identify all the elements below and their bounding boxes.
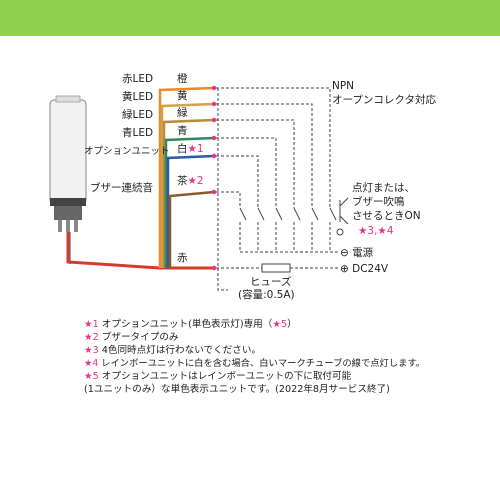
note-item: ★5 オプションユニットはレインボーユニットの下に取付可能: [84, 371, 352, 382]
fuse-icon: [261, 263, 291, 273]
note-item: ★4 レインボーユニットに白を含む場合、白いマークチューブの線で点灯します。: [84, 358, 426, 369]
note-item: ★1 オプションユニット(単色表示灯)専用（★5）: [84, 319, 297, 330]
wire-label-orange: 橙: [177, 73, 188, 85]
npn-label: NPN: [332, 80, 355, 92]
npn-subtitle: オープンコレクタ対応: [332, 94, 436, 106]
led-label-blue: 青LED: [122, 127, 154, 139]
lit-note-line3: させるときON: [352, 210, 421, 222]
notes-list: ★1 オプションユニット(単色表示灯)専用（★5） ★2 ブザータイプのみ ★3…: [84, 318, 425, 396]
led-label-option: オプションユニット: [84, 146, 170, 157]
led-label-red: 赤LED: [122, 73, 154, 85]
fuse-capacity: (容量:0.5A): [238, 289, 295, 301]
note-item: (1ユニットのみ）な単色表示ユニットです。(2022年8月サービス終了): [84, 384, 390, 395]
note-item: ★2 ブザータイプのみ: [84, 332, 179, 343]
signal-tower-icon: [49, 95, 87, 232]
power-minus-label: ⊖ 電源: [340, 247, 374, 259]
led-label-green: 緑LED: [122, 109, 154, 121]
transistor-icon: [336, 197, 349, 236]
fuse-label: ヒューズ: [250, 276, 292, 288]
wire-label-yellow: 黄: [177, 90, 188, 102]
header-bar: [0, 0, 500, 36]
wire-label-blue: 青: [177, 125, 188, 137]
lit-note-mark: ★3,★4: [358, 225, 394, 237]
power-plus-label: ⊕ DC24V: [340, 263, 389, 275]
note-item: ★3 4色同時点灯は行わないでください。: [84, 345, 262, 356]
wire-label-brown: 茶★2: [177, 175, 204, 187]
wire-label-green: 緑: [177, 107, 188, 119]
led-label-yellow: 黄LED: [122, 91, 154, 103]
lit-note-line1: 点灯または、: [352, 182, 415, 194]
wire-label-white: 白★1: [177, 143, 204, 155]
lit-note-line2: ブザー吹鳴: [352, 196, 405, 208]
led-label-buzzer: ブザー連続音: [90, 182, 153, 194]
wire-label-common: 赤: [177, 252, 188, 264]
